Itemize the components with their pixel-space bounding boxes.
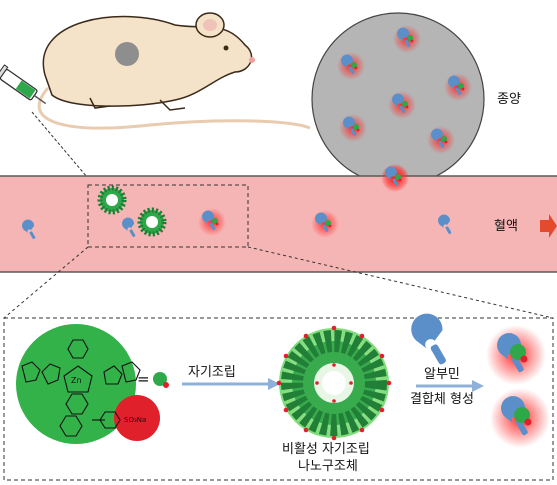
equals-sign: =	[137, 370, 150, 388]
complex-detail	[486, 325, 550, 448]
self-assembly-label: 자기조립	[188, 365, 236, 380]
inactive-label-line2: 나노구조체	[298, 459, 358, 474]
blood-label: 혈액	[494, 219, 518, 234]
zn-label: Zn	[71, 376, 82, 385]
complex-formation-label: 결합체 형성	[410, 392, 474, 407]
self-assembly-arrow	[182, 378, 280, 390]
zoom-box	[87, 184, 249, 248]
mouse-icon	[37, 12, 311, 130]
nanostructure-icon	[97, 185, 167, 237]
albumin-label: 알부민	[424, 367, 460, 382]
syringe-icon	[0, 63, 47, 105]
binding-arrow	[416, 380, 484, 392]
molecule-icon: Zn SO₃Na	[16, 324, 160, 444]
inactive-label-line1: 비활성 자기조립	[282, 442, 370, 457]
blood-vessel	[0, 175, 557, 273]
tumor-label: 종양	[497, 92, 521, 107]
so3na-label: SO₃Na	[124, 416, 146, 424]
flow-arrow-icon	[540, 214, 557, 238]
nanostructure-detail	[276, 325, 392, 441]
molecule-symbol	[153, 372, 169, 388]
